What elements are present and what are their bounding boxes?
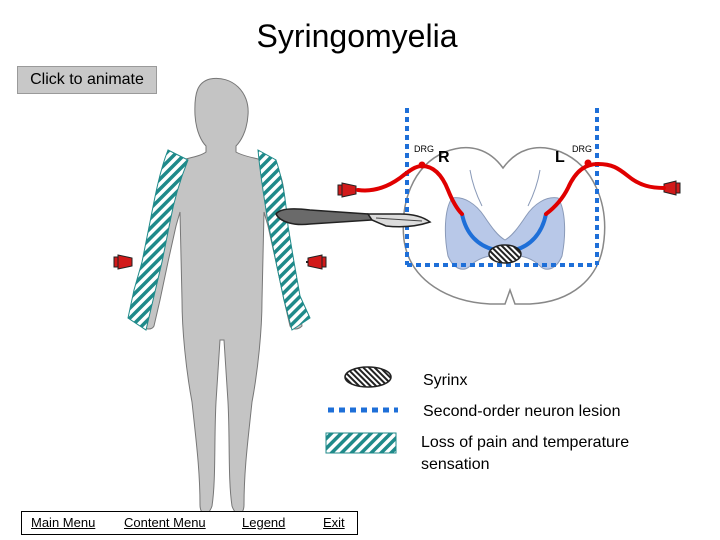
left-arm-sensory-loss bbox=[127, 149, 189, 331]
pin-icon-left-hand bbox=[113, 254, 133, 270]
legend-sensory-loss-line1: Loss of pain and temperature bbox=[421, 434, 630, 451]
legend-link[interactable]: Legend bbox=[242, 515, 286, 530]
animate-button[interactable]: Click to animate bbox=[17, 66, 157, 94]
main-menu-link[interactable]: Main Menu bbox=[31, 515, 96, 530]
drg-right-node bbox=[418, 161, 426, 169]
syrinx-in-cord bbox=[488, 244, 522, 264]
right-arm-sensory-loss bbox=[257, 149, 311, 331]
pin-icon-right-hand bbox=[306, 254, 327, 270]
nav-bar: Main Menu Content Menu Legend Exit bbox=[21, 511, 358, 535]
legend-sensory-loss-symbol bbox=[325, 432, 397, 454]
drg-left-node bbox=[584, 159, 592, 167]
exit-link[interactable]: Exit bbox=[323, 515, 345, 530]
right-side-label: R bbox=[438, 149, 450, 166]
body-figure bbox=[141, 77, 303, 515]
legend-syrinx-label: Syrinx bbox=[423, 372, 468, 389]
left-side-label: L bbox=[555, 149, 565, 166]
drg-right-label: DRG bbox=[414, 144, 434, 154]
legend-sensory-loss-line2: sensation bbox=[421, 456, 490, 473]
scalpel-icon bbox=[275, 208, 432, 228]
pin-icon-cord-right bbox=[337, 182, 358, 198]
content-menu-link[interactable]: Content Menu bbox=[124, 515, 206, 530]
drg-left-label: DRG bbox=[572, 144, 592, 154]
lesion-lines bbox=[405, 108, 599, 267]
legend-sensory-loss-label: Loss of pain and temperature sensation bbox=[421, 432, 629, 476]
page-title: Syringomyelia bbox=[256, 18, 458, 54]
legend-syrinx-symbol bbox=[344, 366, 392, 388]
legend-lesion-label: Second-order neuron lesion bbox=[423, 403, 621, 420]
